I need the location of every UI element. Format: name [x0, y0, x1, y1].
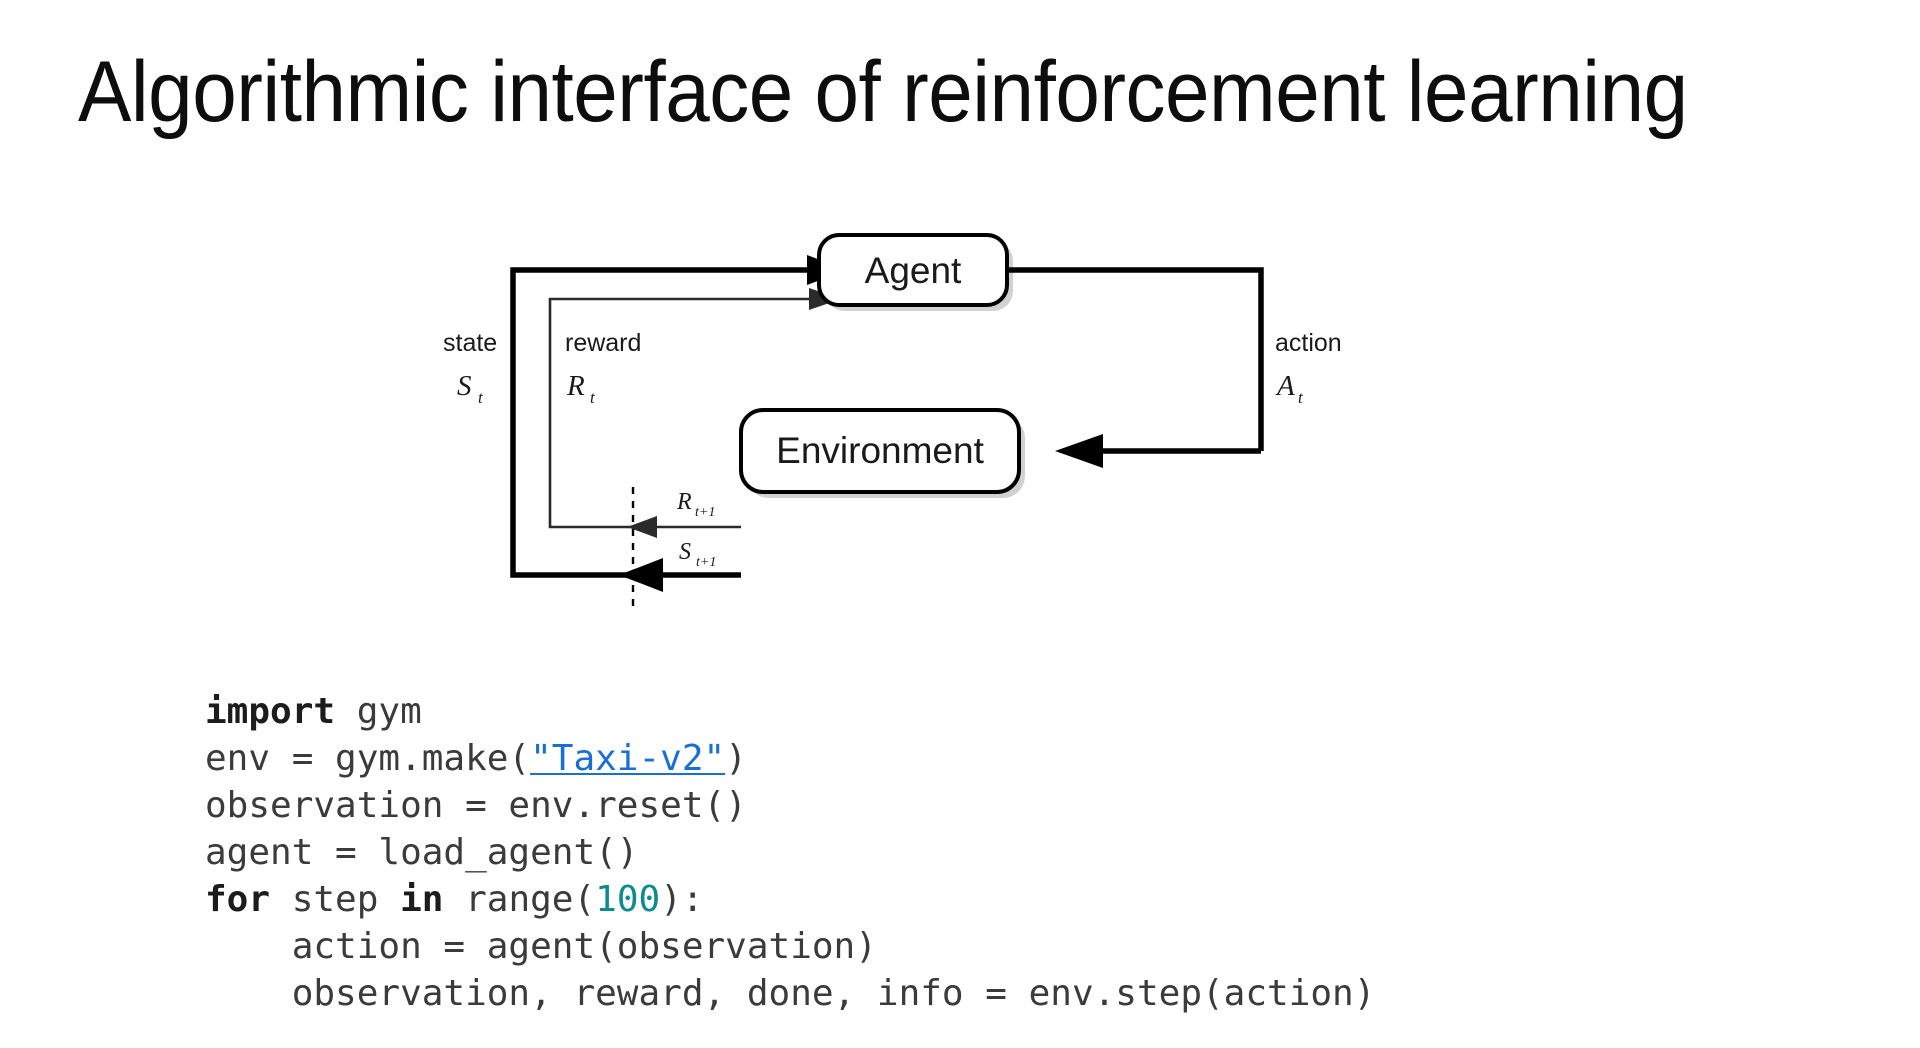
node-environment: Environment — [739, 408, 1025, 498]
label-reward-subscript: t — [590, 388, 596, 407]
code-token-keyword: import — [205, 691, 336, 732]
node-environment-label: Environment — [776, 430, 984, 471]
node-agent: Agent — [817, 233, 1013, 311]
label-reward-word: reward — [565, 329, 641, 357]
code-line: observation = env.reset() — [205, 782, 1375, 829]
label-state-subscript: t — [478, 388, 484, 407]
code-token-plain: gym — [335, 691, 422, 732]
rl-agent-environment-diagram: Agent Environment state S — [395, 215, 1342, 610]
page-title: Algorithmic interface of reinforcement l… — [78, 44, 1688, 140]
label-action-word: action — [1275, 329, 1342, 357]
code-token-plain: action = agent(observation) — [205, 926, 877, 967]
code-token-keyword: for — [205, 879, 271, 920]
code-line: agent = load_agent() — [205, 829, 1375, 876]
code-line: for step in range(100): — [205, 876, 1375, 923]
code-line: import gym — [205, 688, 1375, 735]
label-state-next-symbol: S — [679, 539, 691, 565]
code-line: action = agent(observation) — [205, 923, 1375, 970]
label-state-next-subscript: t+1 — [696, 555, 716, 570]
code-token-plain: ): — [660, 879, 704, 920]
code-token-plain: range( — [443, 879, 596, 920]
edge-reward-next — [627, 516, 741, 538]
code-token-plain: step — [270, 879, 401, 920]
code-token-plain: observation, reward, done, info = env.st… — [205, 973, 1376, 1014]
label-state: state S t — [443, 329, 497, 407]
edge-state-next — [619, 558, 741, 592]
label-action-symbol: A — [1275, 370, 1295, 402]
label-reward-next-symbol: R — [676, 489, 692, 515]
label-state-word: state — [443, 329, 497, 357]
label-action: action A t — [1275, 329, 1342, 407]
label-reward-next: R t+1 — [676, 489, 715, 520]
code-token-plain: observation = env.reset() — [205, 785, 747, 826]
code-token-plain: ) — [725, 738, 747, 779]
code-line: env = gym.make("Taxi-v2") — [205, 735, 1375, 782]
label-state-next: S t+1 — [679, 539, 716, 570]
edge-action — [1007, 267, 1264, 468]
label-state-symbol: S — [457, 370, 472, 402]
label-reward: reward R t — [565, 329, 641, 407]
node-agent-label: Agent — [865, 250, 962, 291]
code-line: observation, reward, done, info = env.st… — [205, 970, 1376, 1017]
code-token-plain: env = gym.make( — [205, 738, 531, 779]
code-token-keyword: in — [400, 879, 444, 920]
code-token-number: 100 — [595, 879, 661, 920]
label-reward-next-subscript: t+1 — [695, 505, 715, 520]
code-token-string-link[interactable]: "Taxi-v2" — [530, 738, 726, 779]
label-reward-symbol: R — [566, 370, 585, 402]
label-action-subscript: t — [1298, 388, 1304, 407]
code-token-plain: agent = load_agent() — [205, 832, 639, 873]
